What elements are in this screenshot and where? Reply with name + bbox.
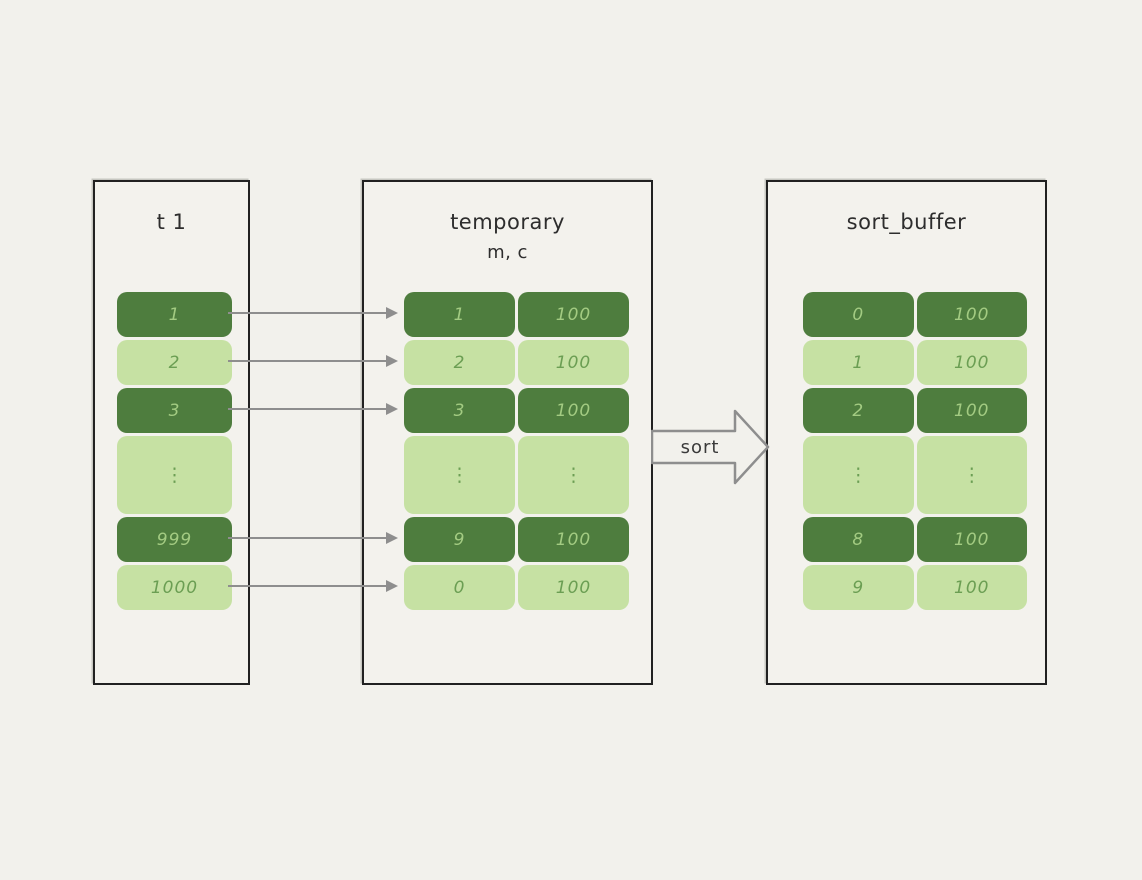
record-cell: 100 xyxy=(916,388,1027,433)
record-cell: 100 xyxy=(916,292,1027,337)
record-cell: ⋮ xyxy=(117,436,232,514)
record-cell: 100 xyxy=(916,340,1027,385)
record-cell: 8 xyxy=(803,517,914,562)
record-cell: 100 xyxy=(518,388,629,433)
record-cell: 100 xyxy=(916,565,1027,610)
table-row: 2 xyxy=(117,340,232,385)
sort-arrow-label: sort xyxy=(681,437,720,458)
record-cell: 9 xyxy=(803,565,914,610)
table-row: ⋮ xyxy=(117,436,232,514)
record-cell: 100 xyxy=(518,292,629,337)
table-row: ⋮⋮ xyxy=(803,436,1027,514)
table-row: 3 xyxy=(117,388,232,433)
table-title-text: sort_buffer xyxy=(846,210,967,234)
table-title: temporary m, c xyxy=(364,206,651,266)
record-cell: 1000 xyxy=(117,565,232,610)
table-title: sort_buffer xyxy=(768,206,1045,239)
record-cell: 0 xyxy=(803,292,914,337)
record-cell: 1 xyxy=(117,292,232,337)
table-row: ⋮⋮ xyxy=(404,436,629,514)
table-row: 1000 xyxy=(117,565,232,610)
record-cell: 2 xyxy=(404,340,515,385)
sort-block-arrow: sort xyxy=(651,409,770,485)
record-cell: 3 xyxy=(404,388,515,433)
record-cell: 9 xyxy=(404,517,515,562)
table-row: 1 xyxy=(117,292,232,337)
record-mapping-arrow xyxy=(228,306,398,319)
table-row: 999 xyxy=(117,517,232,562)
record-cell: 999 xyxy=(117,517,232,562)
table-title-text: temporary xyxy=(450,210,565,234)
record-mapping-arrow xyxy=(228,531,398,544)
table-subtitle-text: m, c xyxy=(487,241,528,263)
record-mapping-arrow xyxy=(228,354,398,367)
record-mapping-arrow xyxy=(228,402,398,415)
record-cell: 100 xyxy=(916,517,1027,562)
record-cell: 100 xyxy=(518,340,629,385)
record-cell: 0 xyxy=(404,565,515,610)
record-cell: 2 xyxy=(117,340,232,385)
record-cell: 2 xyxy=(803,388,914,433)
record-cell: 3 xyxy=(117,388,232,433)
record-cell: ⋮ xyxy=(404,436,515,514)
table-title: t 1 xyxy=(95,206,248,239)
record-cell: ⋮ xyxy=(803,436,914,514)
record-cell: 1 xyxy=(404,292,515,337)
record-mapping-arrow xyxy=(228,579,398,592)
record-cell: 100 xyxy=(518,565,629,610)
table-title-text: t 1 xyxy=(156,210,187,234)
record-cell: 1 xyxy=(803,340,914,385)
sort-arrow-shape xyxy=(651,409,770,485)
record-cell: ⋮ xyxy=(916,436,1027,514)
record-cell: ⋮ xyxy=(518,436,629,514)
record-cell: 100 xyxy=(518,517,629,562)
